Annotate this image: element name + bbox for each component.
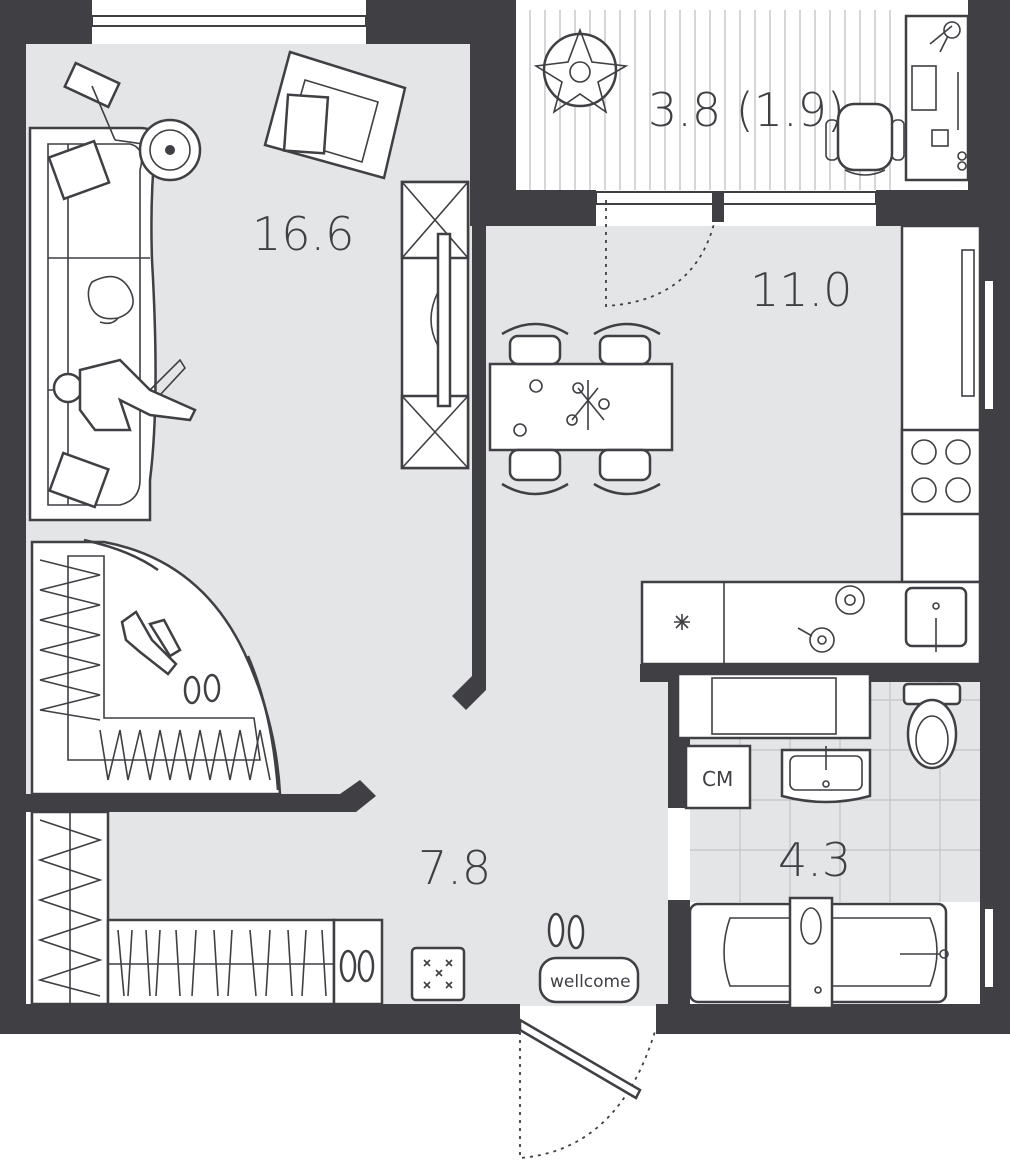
shoes-hall <box>339 912 585 983</box>
sofa <box>28 126 158 522</box>
doormat-label: wellcome <box>550 972 631 992</box>
balcony-area: 3.8 (1.9) <box>648 83 845 137</box>
washbasin <box>780 746 872 804</box>
balcony-desk <box>904 14 970 182</box>
dining-chairs <box>501 322 661 496</box>
clothes-on-floor <box>120 610 221 705</box>
tv-cabinet <box>400 180 470 470</box>
dining-table <box>488 362 674 452</box>
washing-machine <box>684 744 752 810</box>
hall-area: 7.8 <box>418 841 491 895</box>
walls <box>0 0 1010 1034</box>
balcony-door-swing <box>605 200 719 307</box>
armchair <box>263 50 407 180</box>
bath-cabinet <box>676 672 872 740</box>
doormat <box>538 956 640 1004</box>
wardrobe-corner <box>30 538 282 796</box>
washing-machine-label: СМ <box>702 767 733 791</box>
person-figure <box>52 358 197 432</box>
office-chair <box>825 102 905 176</box>
kitchen-counter-bottom <box>640 580 982 666</box>
hall-wardrobe-left <box>30 810 110 1006</box>
pouf <box>410 946 466 1002</box>
living-room-area: 16.6 <box>252 207 354 261</box>
cat-figure <box>87 275 134 325</box>
entrance-door <box>518 1017 657 1159</box>
floor-lamp <box>63 61 202 182</box>
bathtub <box>688 896 949 1010</box>
toilet <box>902 682 962 770</box>
bathroom-area: 4.3 <box>778 833 851 887</box>
kitchen-area: 11.0 <box>750 263 852 317</box>
plant-pot <box>533 27 629 114</box>
kitchen-counter-right <box>900 224 982 584</box>
